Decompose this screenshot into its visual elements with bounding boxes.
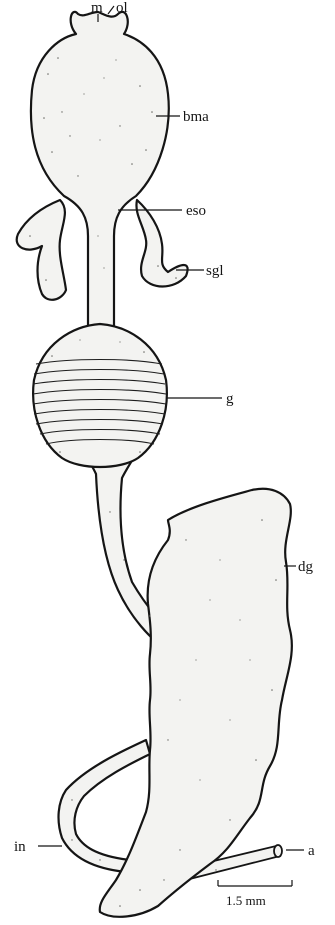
label-in: in (14, 839, 26, 855)
label-sgl: sgl (206, 263, 224, 279)
salivary-gland-left (17, 200, 66, 300)
label-m: m (91, 0, 103, 16)
label-ol: ol (116, 0, 128, 16)
label-a: a (308, 843, 315, 859)
label-dg: dg (298, 559, 314, 575)
label-bma: bma (183, 109, 209, 125)
scale-bar (218, 880, 292, 886)
label-g: g (226, 391, 234, 407)
salivary-gland-right (136, 200, 187, 287)
scale-bar-label: 1.5 mm (226, 893, 266, 908)
label-eso: eso (186, 203, 206, 219)
gizzard (33, 324, 167, 467)
anus-opening (274, 845, 282, 857)
